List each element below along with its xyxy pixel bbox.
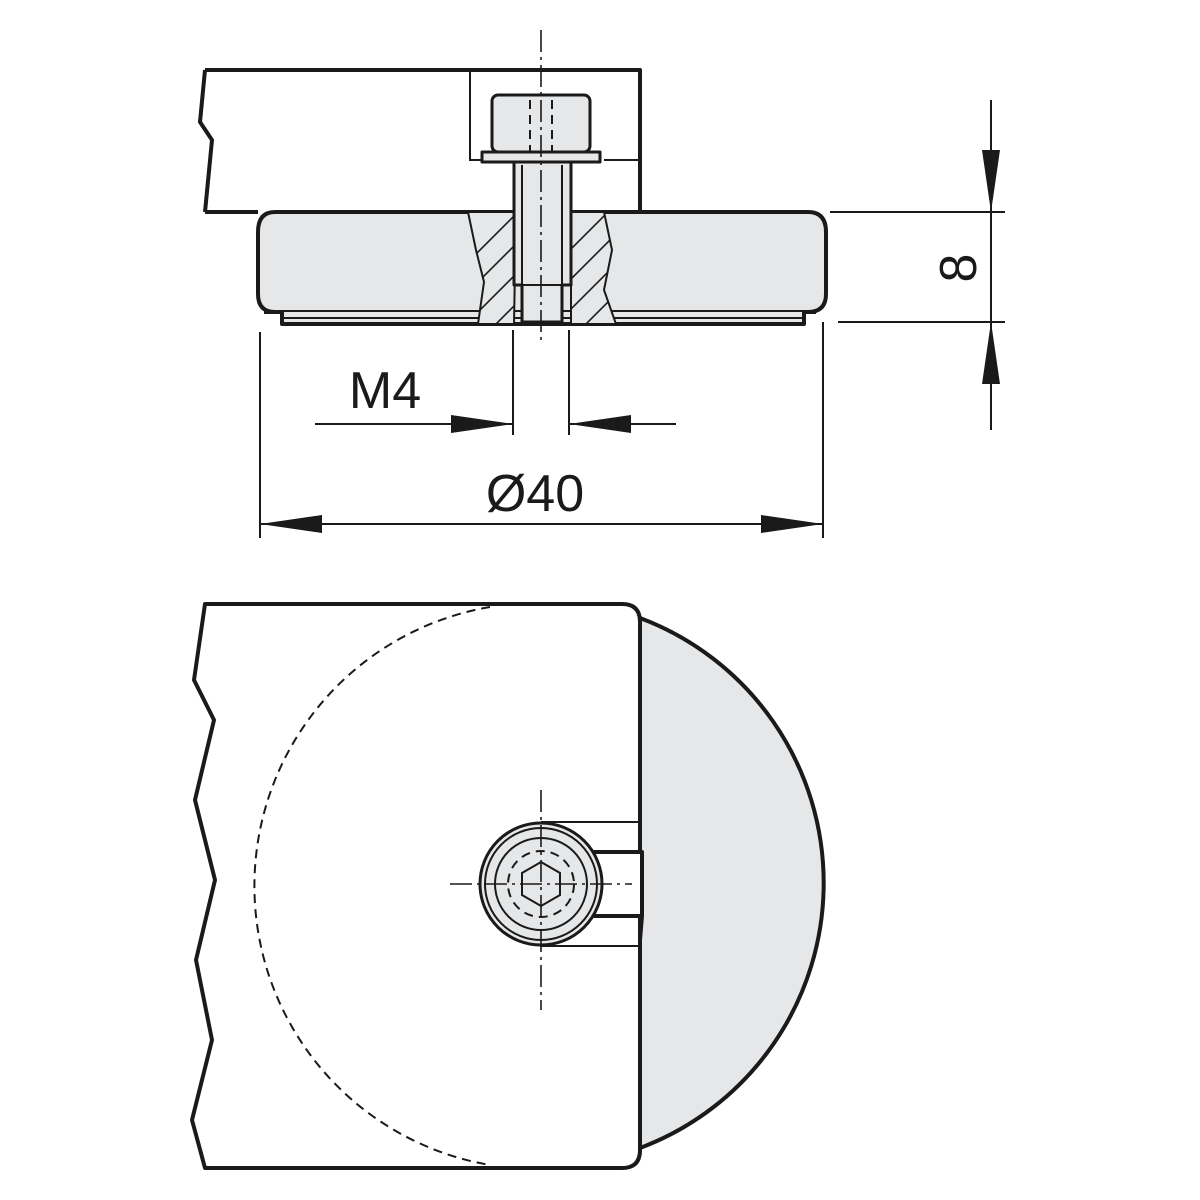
diameter-label: Ø40 xyxy=(486,465,584,523)
insert-section xyxy=(467,211,617,325)
dimension-diameter: Ø40 xyxy=(259,322,824,538)
top-view xyxy=(190,602,826,1170)
dimension-height: 8 xyxy=(830,100,1005,430)
plate-counterbore xyxy=(469,70,640,161)
side-view xyxy=(198,30,828,345)
hidden-disc-outline xyxy=(253,606,491,1166)
mounting-plate xyxy=(198,68,642,214)
magnet-disc xyxy=(638,616,826,1150)
height-label: 8 xyxy=(930,254,988,283)
thread-label: M4 xyxy=(349,362,421,420)
dimension-thread: M4 xyxy=(315,330,676,435)
